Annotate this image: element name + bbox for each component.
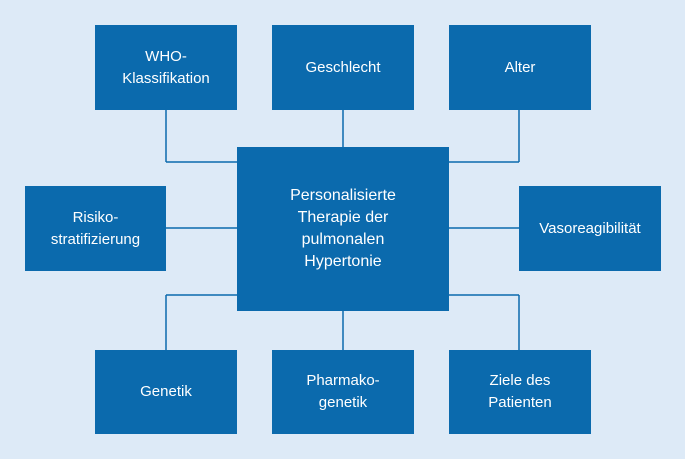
node-vasoreagibilitaet: Vasoreagibilität xyxy=(519,186,661,271)
node-risikostratifizierung: Risiko- stratifizierung xyxy=(25,186,166,271)
node-pharmakogenetik: Pharmako- genetik xyxy=(272,350,414,434)
node-ziele-des-patienten: Ziele des Patienten xyxy=(449,350,591,434)
node-geschlecht: Geschlecht xyxy=(272,25,414,110)
node-alter: Alter xyxy=(449,25,591,110)
node-genetik: Genetik xyxy=(95,350,237,434)
node-who-klassifikation: WHO- Klassifikation xyxy=(95,25,237,110)
node-center-personalisierte-therapie: Personalisierte Therapie der pulmonalen … xyxy=(237,147,449,311)
